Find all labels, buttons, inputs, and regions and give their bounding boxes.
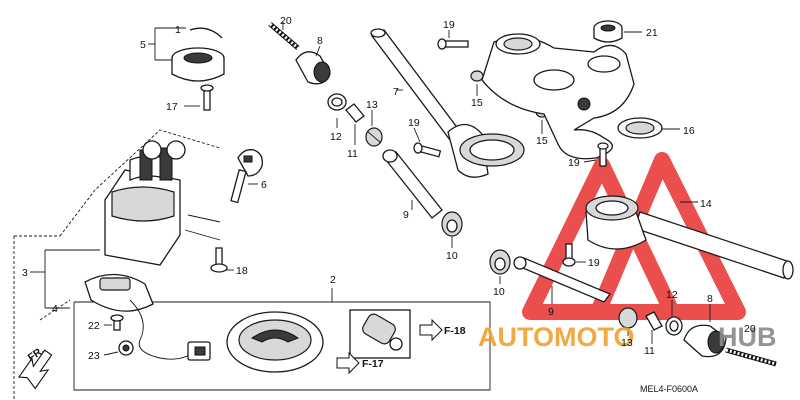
callout-20-right: 20 [744, 323, 756, 335]
right-handlebar-part [585, 195, 794, 280]
clamp-23-part [118, 340, 134, 356]
callout-21: 21 [646, 27, 658, 39]
bolt-17-part [200, 84, 214, 111]
callout-5: 5 [140, 39, 146, 51]
bolt-20-right-part [725, 347, 777, 367]
callout-13-left: 13 [366, 99, 378, 111]
diagram-code: MEL4-F0600A [640, 384, 698, 394]
callout-19-right: 19 [588, 257, 600, 269]
ring-11-right-part [645, 311, 663, 331]
callout-17: 17 [166, 101, 178, 113]
fuel-cap-part [226, 311, 324, 373]
callout-18: 18 [236, 265, 248, 277]
collar-12-right-part [665, 316, 683, 336]
callout-13-right: 13 [621, 337, 633, 349]
callout-19-bridge: 19 [568, 157, 580, 169]
callout-23: 23 [88, 350, 100, 362]
callout-19-top: 19 [443, 19, 455, 31]
callout-3: 3 [22, 267, 28, 279]
stem-nut-21-part [593, 20, 623, 43]
bolt-18-part [210, 247, 228, 273]
callout-7: 7 [393, 86, 399, 98]
inner-weight-9-right-part [513, 256, 612, 303]
left-handlebar-part [370, 28, 525, 178]
rubber-10-right-part [489, 249, 511, 275]
cylinder-lock-part [349, 309, 411, 359]
callout-16: 16 [683, 125, 695, 137]
callout-10-right: 10 [493, 286, 505, 298]
weight-13-right-part [618, 307, 638, 329]
watermark-text: AUTOMOTO HUB [478, 322, 777, 352]
bolt-19-left-part [413, 142, 442, 158]
ring-11-part [345, 103, 365, 123]
callout-15-top: 15 [471, 97, 483, 109]
watermark-text-orange: AUTOMOTO [478, 322, 635, 352]
bolt-20-part [268, 22, 300, 50]
callout-4: 4 [52, 303, 58, 315]
callout-9-right: 9 [548, 306, 554, 318]
weight-13-part [365, 127, 383, 147]
callout-12-left: 12 [330, 131, 342, 143]
callout-8-right: 8 [707, 293, 713, 305]
callout-1: 1 [175, 24, 181, 36]
callout-10-left: 10 [446, 250, 458, 262]
callout-11-left: 11 [347, 148, 358, 160]
ignition-switch-part [104, 140, 221, 266]
key-part [230, 149, 263, 204]
callout-20-left: 20 [280, 15, 292, 27]
seal-cap-part [171, 47, 225, 82]
ref-label-f18: F-18 [444, 325, 466, 337]
bolt-19-right-part [562, 243, 576, 267]
callout-19-left: 19 [408, 117, 420, 129]
callout-12-right: 12 [666, 289, 678, 301]
callout-11-right: 11 [644, 345, 655, 357]
rubber-10-part [441, 211, 463, 237]
inner-weight-9-part [382, 149, 443, 219]
callout-8-left: 8 [317, 35, 323, 47]
bolt-19-top-part [437, 38, 469, 50]
callout-14: 14 [700, 198, 712, 210]
grip-end-weight-right-part [683, 324, 727, 358]
ref-label-f17: F-17 [362, 358, 384, 370]
cap-15-top-part [470, 70, 484, 82]
grip-end-weight-part [295, 51, 331, 85]
callout-9-left: 9 [403, 209, 409, 221]
assembly-frame [13, 129, 491, 400]
collar-12-part [327, 93, 347, 111]
top-bridge-part [481, 33, 663, 160]
callout-15-right: 15 [536, 135, 548, 147]
callout-6: 6 [261, 179, 267, 191]
callout-2: 2 [330, 274, 336, 286]
ref-arrow-f17-icon [336, 351, 360, 375]
watermark-text-grey: HUB [718, 322, 777, 352]
switch-sensor-part [84, 273, 211, 361]
screw-22-part [110, 314, 124, 331]
front-direction-arrow-icon [17, 349, 53, 390]
ref-arrow-f18-icon [419, 318, 443, 342]
clip-part [189, 27, 223, 39]
callout-22: 22 [88, 320, 100, 332]
bolt-19-bridge-part [597, 142, 609, 167]
